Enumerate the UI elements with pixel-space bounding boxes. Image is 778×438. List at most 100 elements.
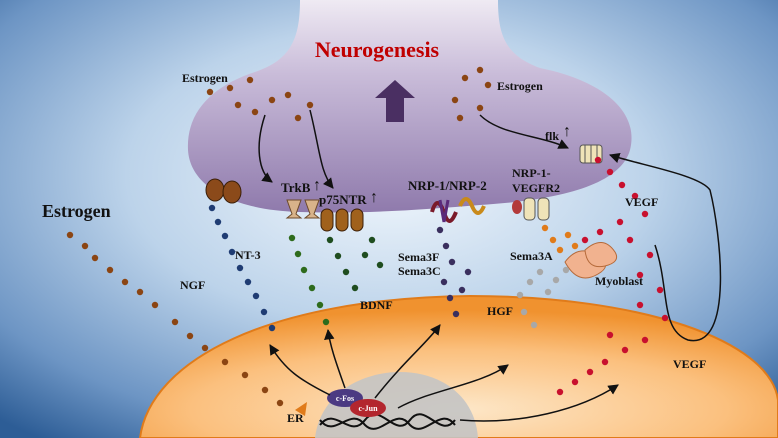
er-receptor-icon: [295, 402, 307, 416]
p75ntr-label: p75NTR: [319, 192, 367, 207]
vegf-dot: [618, 181, 626, 189]
cfos-label: c-Fos: [336, 394, 354, 403]
nt3-dot: [288, 234, 296, 242]
ngf-dot: [208, 204, 216, 212]
trkb-up-arrow: ↑: [313, 177, 321, 194]
estrogen-dot: [171, 318, 179, 326]
vegf-dot: [594, 156, 602, 164]
sema3-dot: [464, 268, 472, 276]
estrogen-dot: [461, 74, 469, 82]
estrogen-left-label: Estrogen: [42, 201, 111, 221]
flk-up-arrow: ↑: [563, 123, 571, 140]
vegf-dot: [616, 218, 624, 226]
estrogen-dot: [234, 101, 242, 109]
estrogen-dot: [136, 288, 144, 296]
vegf-dot: [606, 168, 614, 176]
vegf-dot: [636, 271, 644, 279]
hgf-dot: [544, 288, 552, 296]
sema3-dot: [442, 242, 450, 250]
sema3-dot: [440, 278, 448, 286]
hgf-dot: [562, 266, 570, 274]
nt3-label: NT-3: [235, 248, 261, 262]
estrogen-dot: [81, 242, 89, 250]
ngf-dot: [221, 232, 229, 240]
estrogen-dot: [476, 66, 484, 74]
estrogen-dot: [276, 399, 284, 407]
sema3a-dot: [541, 224, 549, 232]
vegf-bottom-label: VEGF: [673, 357, 706, 371]
estrogen-dot: [221, 358, 229, 366]
vegfr2-receptor-icon: [512, 197, 550, 221]
nt3-dot: [294, 250, 302, 258]
estrogen-dot: [241, 371, 249, 379]
estrogen-dot: [476, 104, 484, 112]
sema3-dot: [452, 310, 460, 318]
nrp1-nrp2-label: NRP-1/NRP-2: [408, 178, 487, 193]
nt3-dot: [308, 284, 316, 292]
up-arrow-icon: [375, 80, 415, 122]
estrogen-dot: [106, 266, 114, 274]
cjun-badge: [350, 399, 386, 417]
flk-label: flk: [545, 129, 559, 143]
hgf-dot: [552, 276, 560, 284]
vegf-dot: [636, 301, 644, 309]
vegf-dot: [656, 286, 664, 294]
estrogen-dot: [284, 91, 292, 99]
ngf-dot: [236, 264, 244, 272]
vegf-top-label: VEGF: [625, 195, 658, 209]
estrogen-dot: [306, 101, 314, 109]
myoblast-label: Myoblast: [595, 274, 643, 288]
hgf-dot: [516, 291, 524, 299]
sema3a-label: Sema3A: [510, 249, 553, 263]
ngf-receptor-icon: [205, 178, 242, 204]
vegf-dot: [596, 228, 604, 236]
nrp1-nrp2-receptor-icon: [430, 197, 486, 223]
hgf-dot: [530, 321, 538, 329]
ngf-dot: [214, 218, 222, 226]
estrogen-dot: [251, 108, 259, 116]
bdnf-dot: [326, 236, 334, 244]
vegf-dot: [641, 336, 649, 344]
bdnf-dot: [368, 236, 376, 244]
sema3a-dot: [556, 246, 564, 254]
estrogen-dot: [186, 332, 194, 340]
nt3-dot: [322, 318, 330, 326]
vegf-dot: [631, 192, 639, 200]
hgf-dot: [520, 308, 528, 316]
ngf-label: NGF: [180, 278, 205, 292]
sema3-dot: [458, 286, 466, 294]
bdnf-dot: [334, 252, 342, 260]
nt3-dot: [316, 301, 324, 309]
ligand-dots: [66, 66, 669, 407]
estrogen-dot: [456, 114, 464, 122]
bdnf-dot: [361, 251, 369, 259]
vegf-dot: [571, 378, 579, 386]
nt3-dot: [300, 266, 308, 274]
bdnf-label: BDNF: [360, 298, 393, 312]
neuron-terminal: [187, 0, 632, 213]
arrows: [258, 109, 722, 422]
vegf-dot: [646, 251, 654, 259]
ngf-dot: [228, 248, 236, 256]
neurogenesis-title: Neurogenesis: [315, 37, 440, 62]
sema3c-label: Sema3C: [398, 264, 441, 278]
vegf-dot: [601, 358, 609, 366]
sema3a-dot: [571, 242, 579, 250]
estrogen-dot: [121, 278, 129, 286]
sema3a-dot: [564, 231, 572, 239]
sema3-dot: [448, 258, 456, 266]
estrogen-dot: [206, 88, 214, 96]
estrogen-top-left-label: Estrogen: [182, 71, 228, 85]
trkb-label: TrkB: [281, 180, 311, 195]
er-label: ER: [287, 411, 304, 425]
dna-icon: [319, 413, 456, 430]
vegfr2-label: VEGFR2: [512, 181, 560, 195]
p75ntr-receptor-icon: [320, 208, 364, 232]
vegf-dot: [641, 210, 649, 218]
trkb-receptor-icon: [285, 199, 321, 219]
vegf-dot: [581, 236, 589, 244]
estrogen-dot: [91, 254, 99, 262]
ngf-dot: [244, 278, 252, 286]
